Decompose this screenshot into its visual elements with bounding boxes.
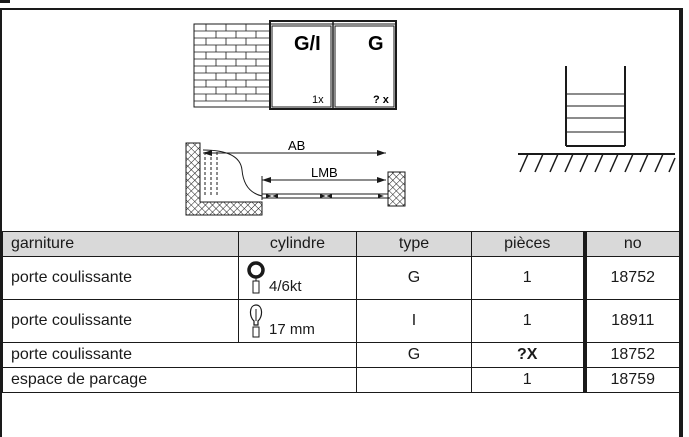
panel-right-count: ? x (373, 94, 390, 106)
dimension-ab-label: AB (288, 138, 305, 153)
panel-left-label: G/I (294, 33, 321, 55)
panel-right-label: G (368, 33, 384, 55)
table-row: porte coulissante 17 mm I 1 18911 (2, 299, 680, 343)
table-row: espace de parcage 1 18759 (2, 367, 680, 393)
header-cylindre: cylindre (238, 231, 357, 257)
dimension-lmb-label: LMB (311, 165, 338, 180)
header-pieces: pièces (471, 231, 585, 257)
key-icon (249, 304, 263, 338)
cell-type (356, 367, 472, 393)
technical-drawing: G/I G 1x ? x (185, 20, 676, 216)
header-garniture: garniture (2, 231, 239, 257)
table-row: porte coulissante G ?X 18752 (2, 342, 680, 368)
cylindre-value: 17 mm (269, 321, 315, 338)
cell-no: 18759 (582, 367, 680, 393)
cylindre-value: 4/6kt (269, 278, 302, 295)
cell-no: 18752 (582, 342, 680, 368)
cell-cylindre: 4/6kt (238, 256, 357, 300)
padlock-icon (247, 261, 265, 294)
brick-wall-icon (193, 23, 271, 108)
cell-pieces: ?X (471, 342, 585, 368)
cell-pieces: 1 (471, 299, 585, 343)
cell-cylindre: 17 mm (238, 299, 357, 343)
cell-type: I (356, 299, 472, 343)
corner-mark (0, 0, 10, 3)
shelf-cabinet-icon (565, 66, 626, 147)
panel-left-count: 1x (312, 94, 324, 106)
cell-garniture: porte coulissante (2, 299, 239, 343)
table-row: porte coulissante 4/6kt G 1 18752 (2, 256, 680, 300)
cell-garniture: espace de parcage (2, 367, 357, 393)
cell-no: 18752 (582, 256, 680, 300)
cell-type: G (356, 256, 472, 300)
drawing-frame (0, 8, 683, 437)
door-panels (269, 20, 397, 110)
cell-garniture: porte coulissante (2, 256, 239, 300)
header-type: type (356, 231, 472, 257)
ground-hatch-icon (518, 153, 676, 173)
cell-pieces: 1 (471, 256, 585, 300)
cell-garniture: porte coulissante (2, 342, 357, 368)
cell-no: 18911 (582, 299, 680, 343)
cell-pieces: 1 (471, 367, 585, 393)
table-header-row: garniture cylindre type pièces no (2, 231, 680, 257)
cell-type: G (356, 342, 472, 368)
sliding-door-plan (185, 142, 406, 216)
header-no: no (582, 231, 680, 257)
parts-table: garniture cylindre type pièces no porte … (2, 231, 680, 393)
